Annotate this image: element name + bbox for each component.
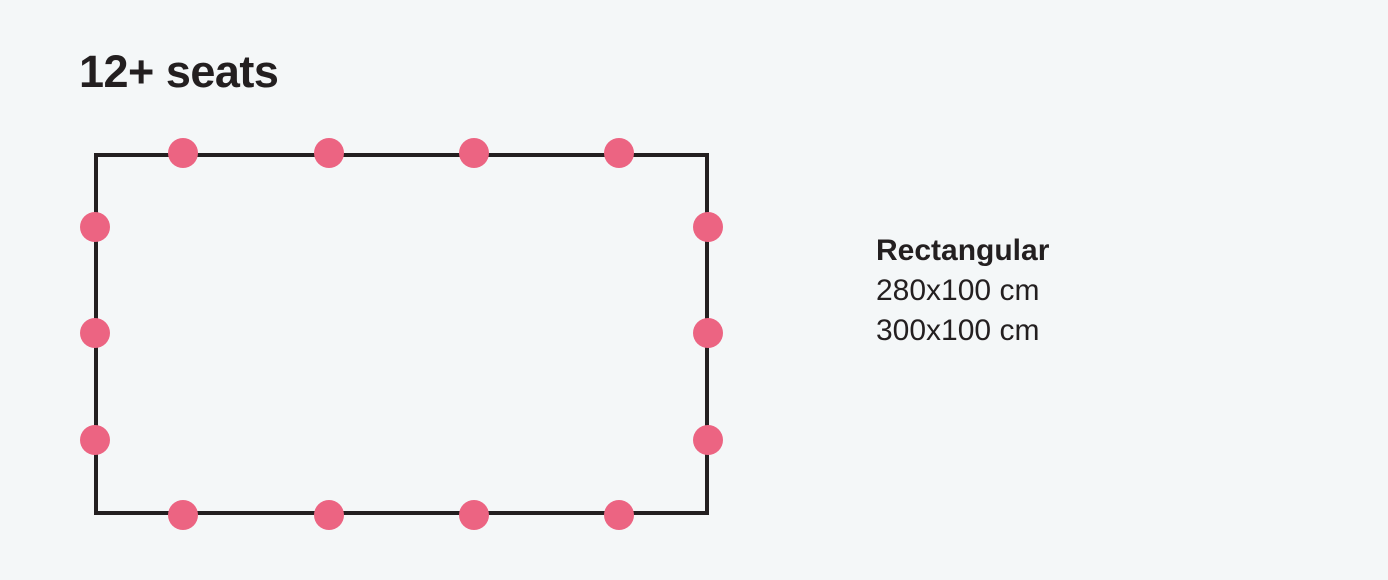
seat-marker — [80, 212, 110, 242]
seat-marker — [80, 425, 110, 455]
table-outline — [94, 153, 709, 515]
seat-marker — [693, 212, 723, 242]
seat-marker — [459, 138, 489, 168]
seat-marker — [314, 138, 344, 168]
table-info: Rectangular 280x100 cm 300x100 cm — [876, 231, 1049, 351]
table-shape: Rectangular — [876, 234, 1050, 267]
page-title: 12+ seats — [79, 46, 279, 97]
seat-marker — [693, 425, 723, 455]
table-size: 280x100 cm — [876, 274, 1040, 307]
seat-marker — [80, 318, 110, 348]
seat-marker — [168, 500, 198, 530]
seat-marker — [168, 138, 198, 168]
seat-marker — [459, 500, 489, 530]
seat-marker — [314, 500, 344, 530]
seat-marker — [604, 500, 634, 530]
seat-marker — [693, 318, 723, 348]
table-size: 300x100 cm — [876, 314, 1040, 347]
seat-marker — [604, 138, 634, 168]
